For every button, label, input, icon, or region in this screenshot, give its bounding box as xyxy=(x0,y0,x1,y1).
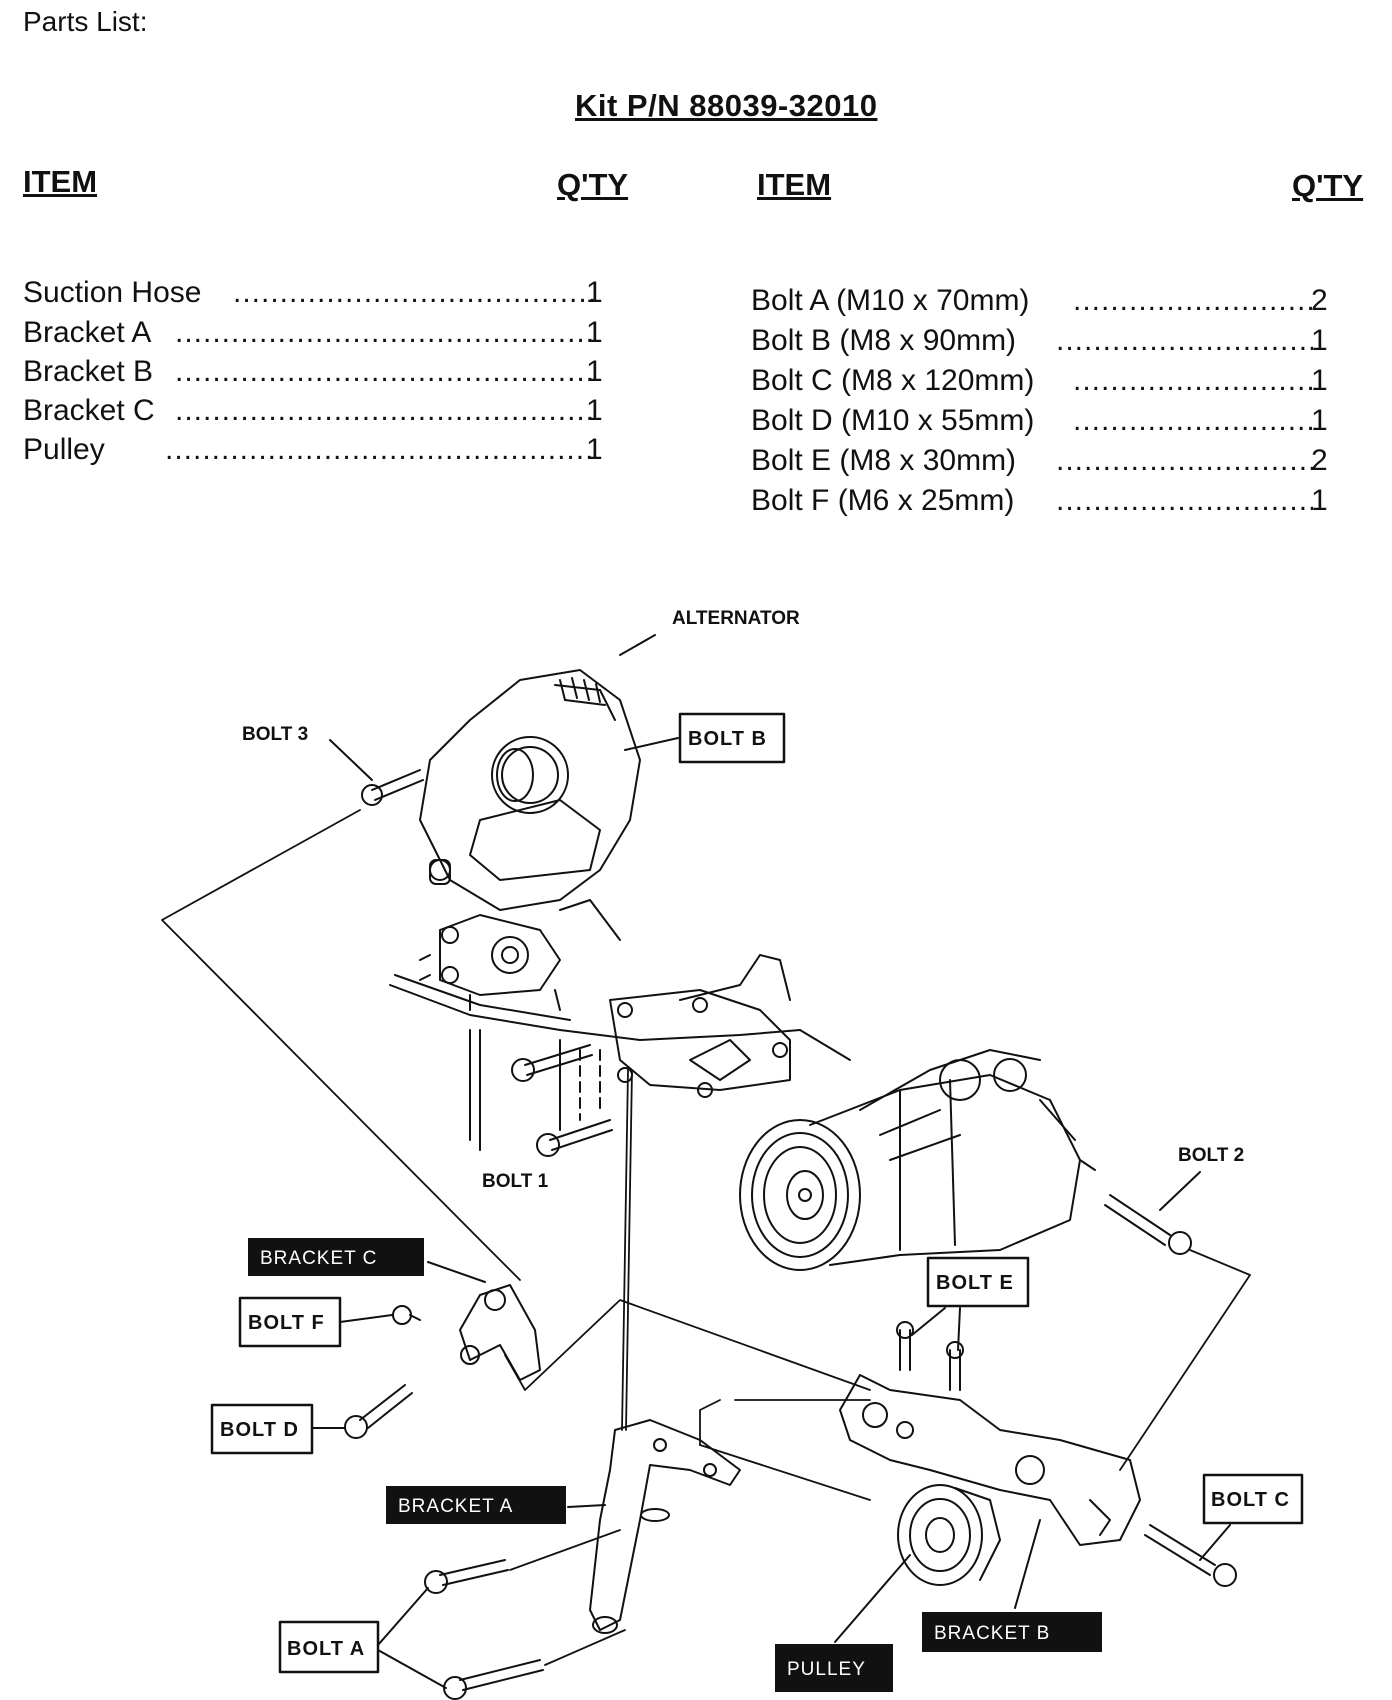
bolt-f-label: BOLT F xyxy=(248,1312,325,1334)
list-item: Bolt E (M8 x 30mm) .....................… xyxy=(751,443,1351,479)
bolt-f-callout: BOLT F xyxy=(238,1296,393,1348)
part-qty: 1 xyxy=(1311,324,1328,357)
list-item: Bracket C ..............................… xyxy=(23,393,603,429)
list-item: Bolt F (M6 x 25mm) .....................… xyxy=(751,483,1351,519)
leader-dots: ........................................… xyxy=(1073,364,1313,397)
part-name: Bracket B xyxy=(23,355,154,388)
bolt-3-label: BOLT 3 xyxy=(242,724,308,745)
part-name: Suction Hose xyxy=(23,276,202,309)
alternator-label: ALTERNATOR xyxy=(672,608,800,629)
bolt-b-label: BOLT B xyxy=(688,728,767,750)
part-qty: 1 xyxy=(1311,484,1328,517)
leader-dots: ........................................… xyxy=(233,276,595,309)
bracket-a-part xyxy=(589,1419,741,1634)
leader-dots: ........................................… xyxy=(175,355,595,388)
pulley-callout: PULLEY xyxy=(775,1554,911,1692)
list-item: Pulley .................................… xyxy=(23,432,603,468)
leader-dots: ........................................… xyxy=(1073,404,1313,437)
part-name: Bolt F (M6 x 25mm) xyxy=(751,484,1015,517)
bolt-d-callout: BOLT D xyxy=(210,1403,345,1455)
installation-lines xyxy=(161,809,1251,1666)
left-qty-header: Q'TY xyxy=(557,167,629,202)
bracket-c-label: BRACKET C xyxy=(260,1248,377,1269)
bolt-2-arrow xyxy=(1159,1171,1201,1211)
list-item: Bolt C (M8 x 120mm) ....................… xyxy=(751,363,1351,399)
part-qty: 2 xyxy=(1311,444,1328,477)
bracket-a-label: BRACKET A xyxy=(398,1496,513,1517)
bolt-3-arrow xyxy=(329,739,373,781)
leader-dots: ........................................… xyxy=(1073,284,1313,317)
bolt-e-label: BOLT E xyxy=(936,1272,1014,1294)
part-name: Bolt D (M10 x 55mm) xyxy=(751,404,1035,437)
bolt-d-label: BOLT D xyxy=(220,1419,299,1441)
alternator-arrow xyxy=(619,634,656,656)
bolt-e-callout: BOLT E xyxy=(911,1256,1030,1351)
bracket-b-label: BRACKET B xyxy=(934,1623,1050,1644)
part-qty: 1 xyxy=(586,355,603,388)
leader-dots: ........................................… xyxy=(1056,324,1313,357)
part-qty: 1 xyxy=(586,433,603,466)
bolt-a-callout: BOLT A xyxy=(278,1587,447,1689)
right-item-header: ITEM xyxy=(757,167,832,202)
leader-dots: ........................................… xyxy=(175,394,595,427)
list-item: Bolt D (M10 x 55mm) ....................… xyxy=(751,403,1351,439)
part-qty: 2 xyxy=(1311,284,1328,317)
compressor xyxy=(739,1049,1096,1271)
list-item: Bracket B ..............................… xyxy=(23,354,603,390)
part-name: Bracket A xyxy=(23,316,152,349)
engine-bracket xyxy=(609,954,791,1098)
kit-part-number: Kit P/N 88039-32010 xyxy=(575,88,878,123)
right-qty-header: Q'TY xyxy=(1292,168,1364,203)
part-qty: 1 xyxy=(586,316,603,349)
part-qty: 1 xyxy=(586,394,603,427)
part-qty: 1 xyxy=(1311,404,1328,437)
bracket-b-part xyxy=(839,1374,1141,1546)
part-name: Bolt A (M10 x 70mm) xyxy=(751,284,1030,317)
bolt-1-label: BOLT 1 xyxy=(482,1171,549,1192)
engine-block xyxy=(389,974,851,1151)
left-item-header: ITEM xyxy=(23,164,98,199)
pulley-label: PULLEY xyxy=(787,1659,866,1680)
alternator xyxy=(419,669,641,1011)
bolt-c-label: BOLT C xyxy=(1211,1489,1290,1511)
list-item: Bolt B (M8 x 90mm) .....................… xyxy=(751,323,1351,359)
part-name: Bolt E (M8 x 30mm) xyxy=(751,444,1017,477)
leader-dots: ........................................… xyxy=(175,316,595,349)
bolt-a-label: BOLT A xyxy=(287,1638,365,1660)
bracket-b-callout: BRACKET B xyxy=(922,1519,1102,1652)
bracket-a-callout: BRACKET A xyxy=(386,1486,606,1524)
list-item: Bolt A (M10 x 70mm) ....................… xyxy=(751,283,1351,319)
installation-diagram: ALTERNATOR BOLT 3 BOLT 1 BOLT 2 BOLT B B… xyxy=(161,608,1304,1700)
pulley-part xyxy=(897,1484,1001,1586)
list-item: Suction Hose ...........................… xyxy=(23,275,603,311)
bolt-2-label: BOLT 2 xyxy=(1178,1145,1244,1166)
part-name: Bracket C xyxy=(23,394,155,427)
leader-dots: ........................................… xyxy=(165,433,595,466)
bolt-b-callout: BOLT B xyxy=(624,712,786,764)
bolt-shapes xyxy=(344,769,1237,1700)
bolt-c-callout: BOLT C xyxy=(1199,1473,1304,1561)
part-name: Bolt B (M8 x 90mm) xyxy=(751,324,1017,357)
part-name: Pulley xyxy=(23,433,105,466)
part-qty: 1 xyxy=(1311,364,1328,397)
part-qty: 1 xyxy=(586,276,603,309)
bracket-c-part xyxy=(459,1284,541,1381)
list-item: Bracket A ..............................… xyxy=(23,315,603,351)
leader-dots: ........................................… xyxy=(1056,444,1313,477)
part-name: Bolt C (M8 x 120mm) xyxy=(751,364,1035,397)
leader-dots: ........................................… xyxy=(1056,484,1313,517)
bracket-c-callout: BRACKET C xyxy=(248,1238,486,1283)
page-title: Parts List: xyxy=(23,6,148,37)
